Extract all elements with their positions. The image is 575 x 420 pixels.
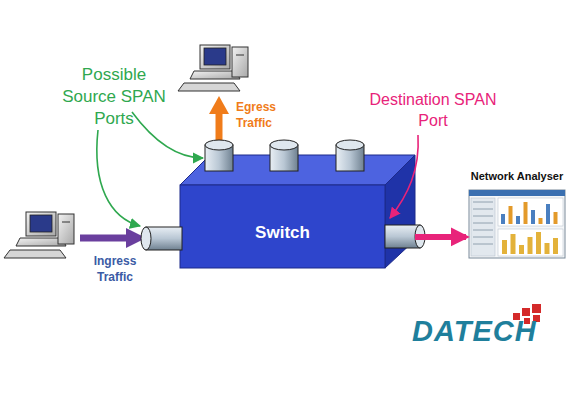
analyser-node: Network Analyser — [466, 166, 568, 262]
logo-text: DATECH — [412, 313, 562, 351]
ingress-arrow — [80, 228, 146, 248]
callout-label: Possible Source SPAN Ports — [55, 64, 173, 130]
egress-arrow — [209, 96, 229, 142]
device-label: Switch — [180, 223, 385, 243]
mirror-arrow — [415, 234, 466, 240]
source-port — [205, 140, 233, 171]
callout-label: Ingress Traffic — [86, 254, 144, 285]
destination-port — [385, 225, 425, 248]
heading-label: Network Analyser — [466, 170, 568, 182]
leader-line — [390, 135, 418, 218]
leader-line — [97, 130, 140, 226]
source-port — [141, 227, 182, 250]
computer-icon — [4, 212, 74, 258]
leader-line — [132, 112, 203, 158]
switch-port — [336, 140, 364, 171]
callout-label: Destination SPAN Port — [362, 90, 504, 132]
switch-node: Switch — [180, 155, 415, 268]
computer-icon — [178, 45, 248, 91]
switch-port — [270, 140, 298, 171]
callout-label: Egress Traffic — [236, 100, 288, 131]
switch-box — [180, 155, 415, 268]
